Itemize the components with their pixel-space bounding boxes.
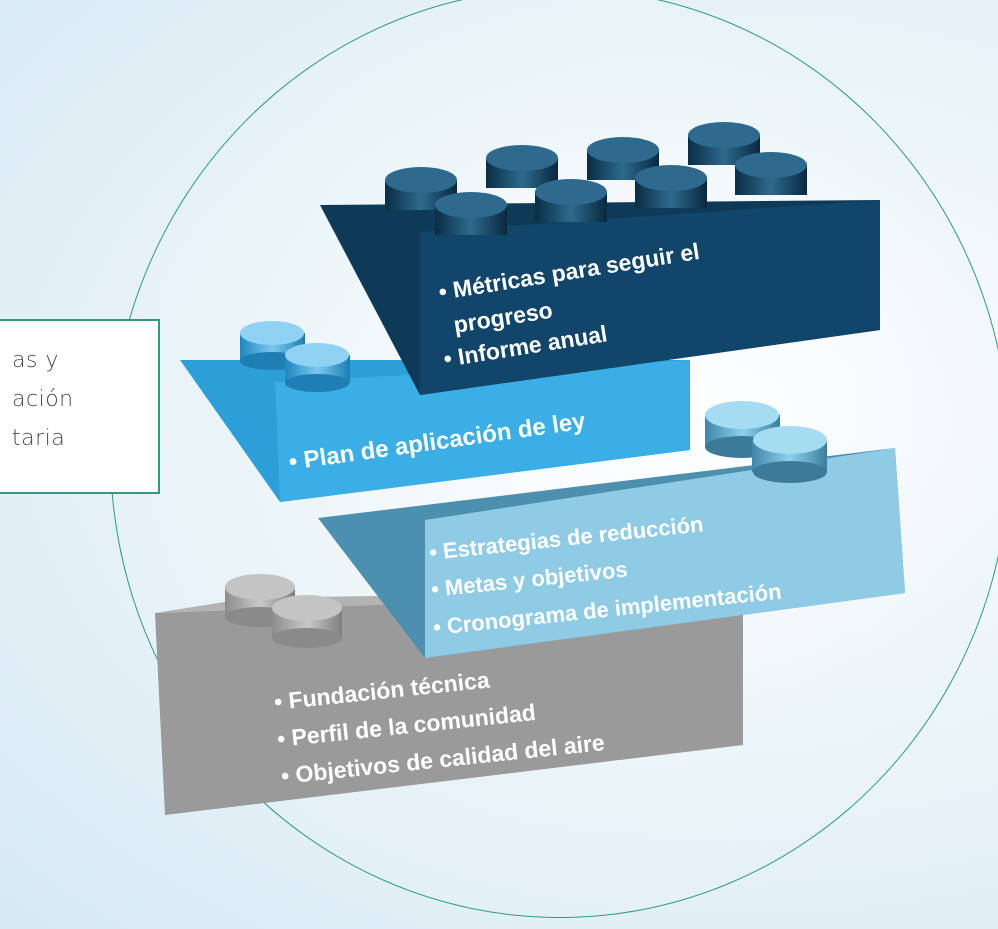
stud [688, 122, 760, 165]
block-upper-front-face [275, 360, 690, 502]
callout-line-3: taria [12, 426, 66, 451]
callout-box: as y ación taria [0, 319, 160, 494]
stud [486, 145, 558, 188]
callout-line-1: as y [12, 348, 59, 373]
stud [385, 167, 457, 210]
stud [752, 426, 827, 483]
block-top-front-face [420, 200, 880, 395]
stud [285, 343, 350, 392]
block-middle: • Estrategias de reducción • Metas y obj… [318, 401, 905, 658]
stud [635, 165, 707, 208]
stud [535, 179, 607, 222]
block-upper: • Plan de aplicación de ley [180, 321, 690, 502]
stud [435, 192, 507, 235]
stud [272, 595, 342, 648]
block-middle-bright-face [425, 448, 905, 658]
callout-line-2: ación [12, 387, 74, 412]
block-top: • Métricas para seguir el progreso • Inf… [320, 122, 880, 395]
stud [735, 152, 807, 195]
